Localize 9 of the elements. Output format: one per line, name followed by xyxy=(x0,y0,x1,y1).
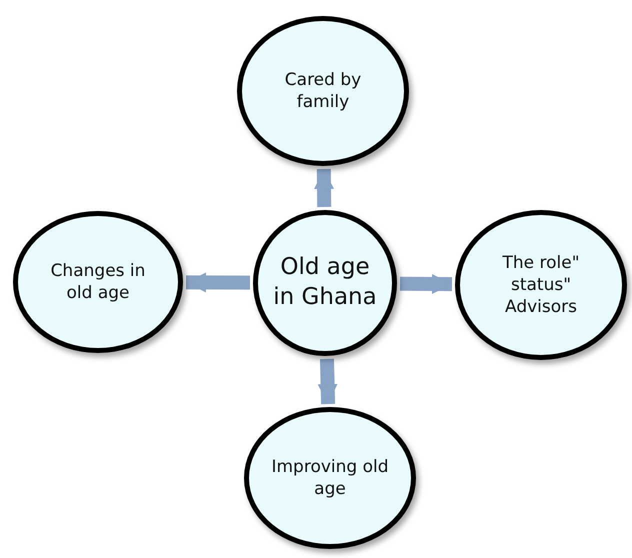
node-label: The role" status" Advisors xyxy=(501,252,581,318)
block-arrow xyxy=(318,358,338,404)
node-label: Changes in old age xyxy=(50,260,146,304)
node-label: Old age in Ghana xyxy=(272,253,378,312)
node-label: Cared by family xyxy=(284,68,362,114)
block-arrow xyxy=(400,274,452,294)
node-label: Improving old age xyxy=(270,456,390,500)
block-arrow xyxy=(186,272,250,292)
block-arrow xyxy=(314,168,334,208)
